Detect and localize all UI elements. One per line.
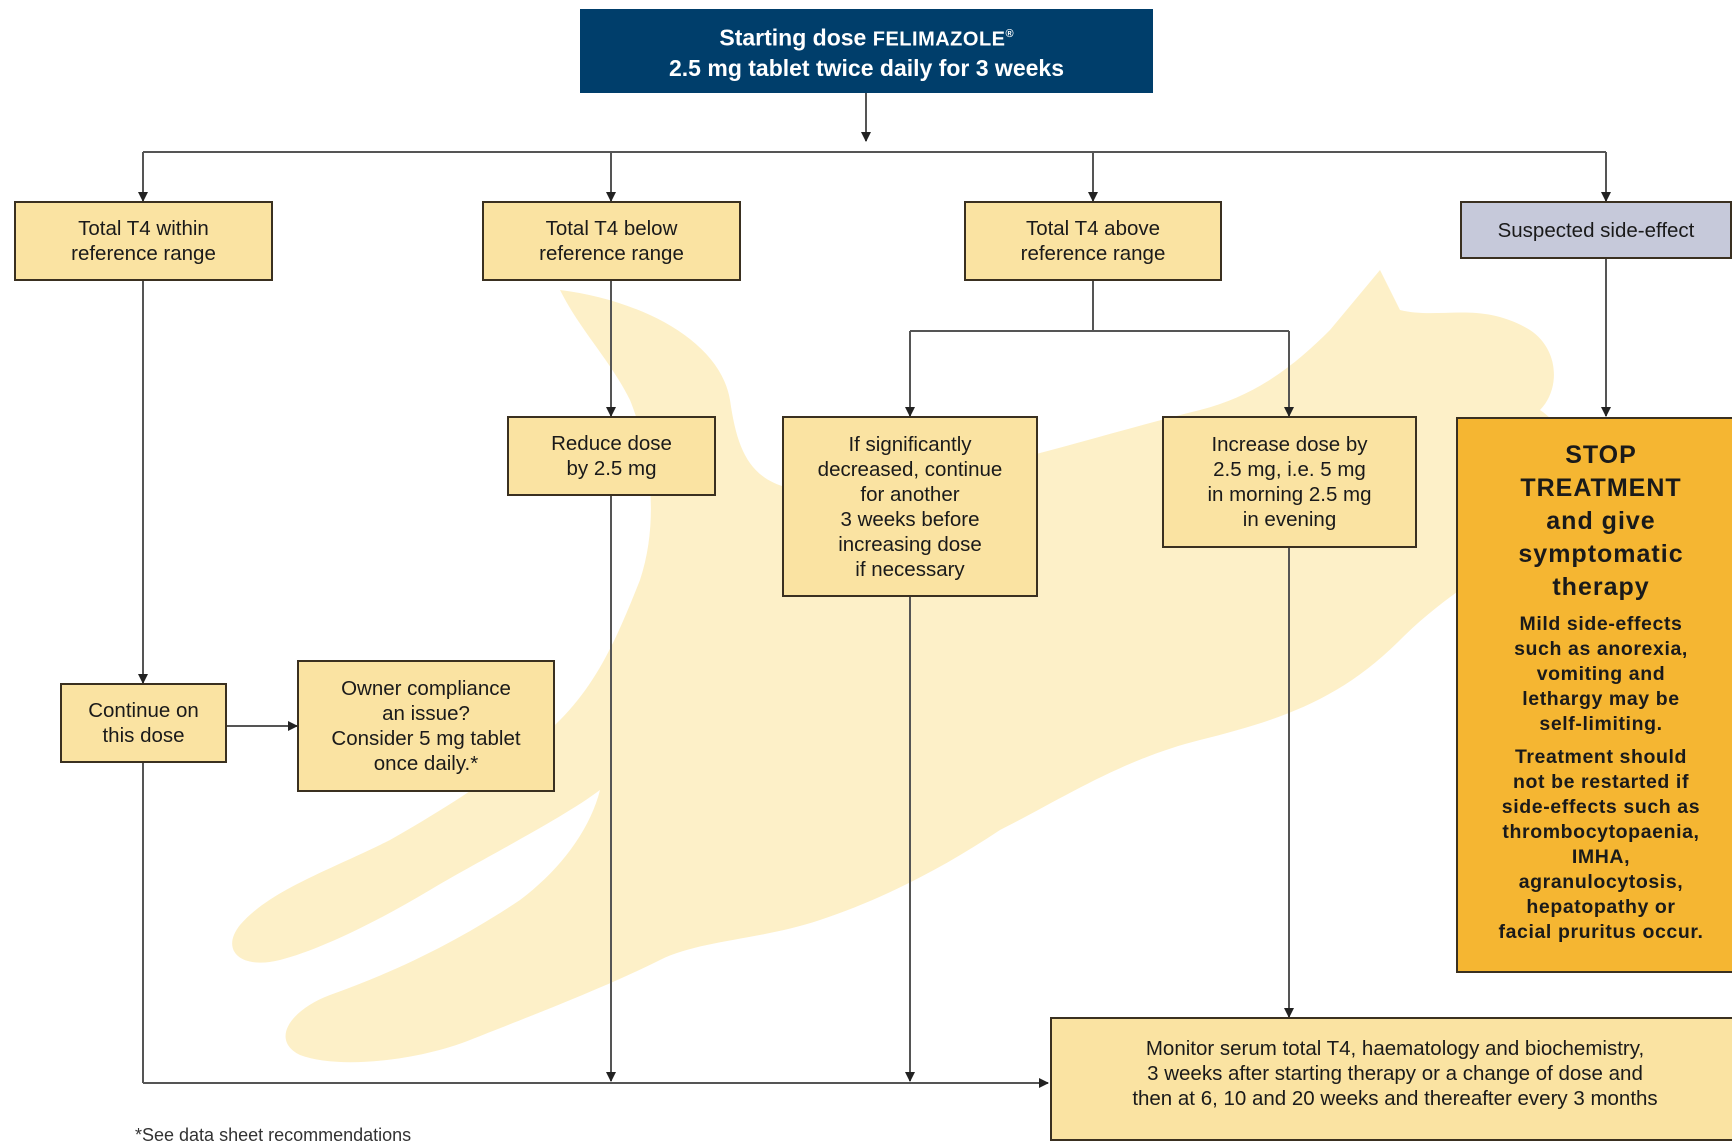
branch-t4-above-label: Total T4 above reference range [1020, 217, 1166, 265]
starting-dose-box: Starting dose FELIMAZOLE® 2.5 mg tablet … [580, 9, 1153, 93]
branch-t4-within-label: Total T4 within reference range [71, 217, 216, 265]
connector-lines [138, 93, 1611, 1088]
registered-mark: ® [1005, 28, 1014, 41]
if-decreased-box: If significantly decreased, continue for… [782, 416, 1038, 597]
branch-t4-above: Total T4 above reference range [964, 201, 1222, 281]
stop-treatment-heading: STOP TREATMENT and give symptomatic ther… [1518, 441, 1684, 601]
mild-side-effects-note: Mild side-effects such as anorexia, vomi… [1514, 613, 1688, 735]
branch-side-effect-label: Suspected side-effect [1497, 218, 1695, 242]
starting-dose-line1: Starting dose FELIMAZOLE® [719, 20, 1013, 54]
treatment-restart-note: Treatment should not be restarted if sid… [1498, 746, 1704, 943]
owner-compliance-box: Owner compliance an issue? Consider 5 mg… [297, 660, 555, 792]
monitor-box: Monitor serum total T4, haematology and … [1050, 1017, 1732, 1141]
continue-dose-box: Continue on this dose [60, 683, 227, 763]
monitor-label: Monitor serum total T4, haematology and … [1132, 1036, 1658, 1110]
reduce-dose-label: Reduce dose by 2.5 mg [551, 432, 672, 480]
branch-t4-below-label: Total T4 below reference range [539, 217, 684, 265]
footnote: *See data sheet recommendations [135, 1125, 412, 1145]
reduce-dose-box: Reduce dose by 2.5 mg [507, 416, 716, 496]
branch-suspected-side-effect: Suspected side-effect [1460, 201, 1732, 259]
starting-dose-prefix: Starting dose [719, 24, 873, 51]
increase-dose-label: Increase dose by 2.5 mg, i.e. 5 mg in mo… [1207, 433, 1372, 531]
stop-treatment-box: STOP TREATMENT and give symptomatic ther… [1456, 417, 1732, 973]
increase-dose-box: Increase dose by 2.5 mg, i.e. 5 mg in mo… [1162, 416, 1417, 548]
branch-t4-below: Total T4 below reference range [482, 201, 741, 281]
continue-dose-label: Continue on this dose [88, 699, 199, 747]
brand-name: FELIMAZOLE [872, 28, 1006, 51]
branch-t4-within: Total T4 within reference range [14, 201, 273, 281]
owner-compliance-label: Owner compliance an issue? Consider 5 mg… [331, 677, 521, 775]
starting-dose-line2: 2.5 mg tablet twice daily for 3 weeks [669, 54, 1064, 81]
if-decreased-label: If significantly decreased, continue for… [817, 432, 1003, 581]
